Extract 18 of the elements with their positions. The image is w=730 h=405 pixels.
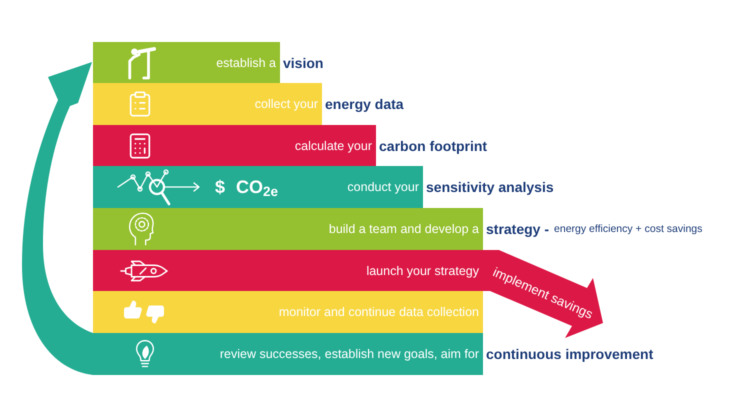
keyword-text: continuous improvement <box>486 347 654 361</box>
step-label: launch your strategy <box>366 264 479 277</box>
step-label: monitor and continue data collection <box>278 306 479 318</box>
step-label: review successes, establish new goals, aim for <box>220 348 479 360</box>
keyword-text: energy data <box>325 97 404 111</box>
note-text: energy efficiency + cost savings <box>554 224 702 234</box>
step-label: conduct your <box>347 180 419 194</box>
keyword-text: vision <box>283 56 324 70</box>
keyword-text: sensitivity analysis <box>426 180 554 194</box>
curved-arrow <box>22 62 93 375</box>
block-arrow <box>483 250 603 338</box>
formula-text: $ CO$_{2e}$ <box>215 178 278 196</box>
step-label: build a team and develop a <box>328 222 479 236</box>
keyword-text: strategy - <box>486 222 550 236</box>
keyword-text: carbon footprint <box>379 138 488 152</box>
step-label: collect your <box>254 98 318 110</box>
step-label: calculate your <box>294 139 372 152</box>
step-label: establish a <box>216 56 276 69</box>
